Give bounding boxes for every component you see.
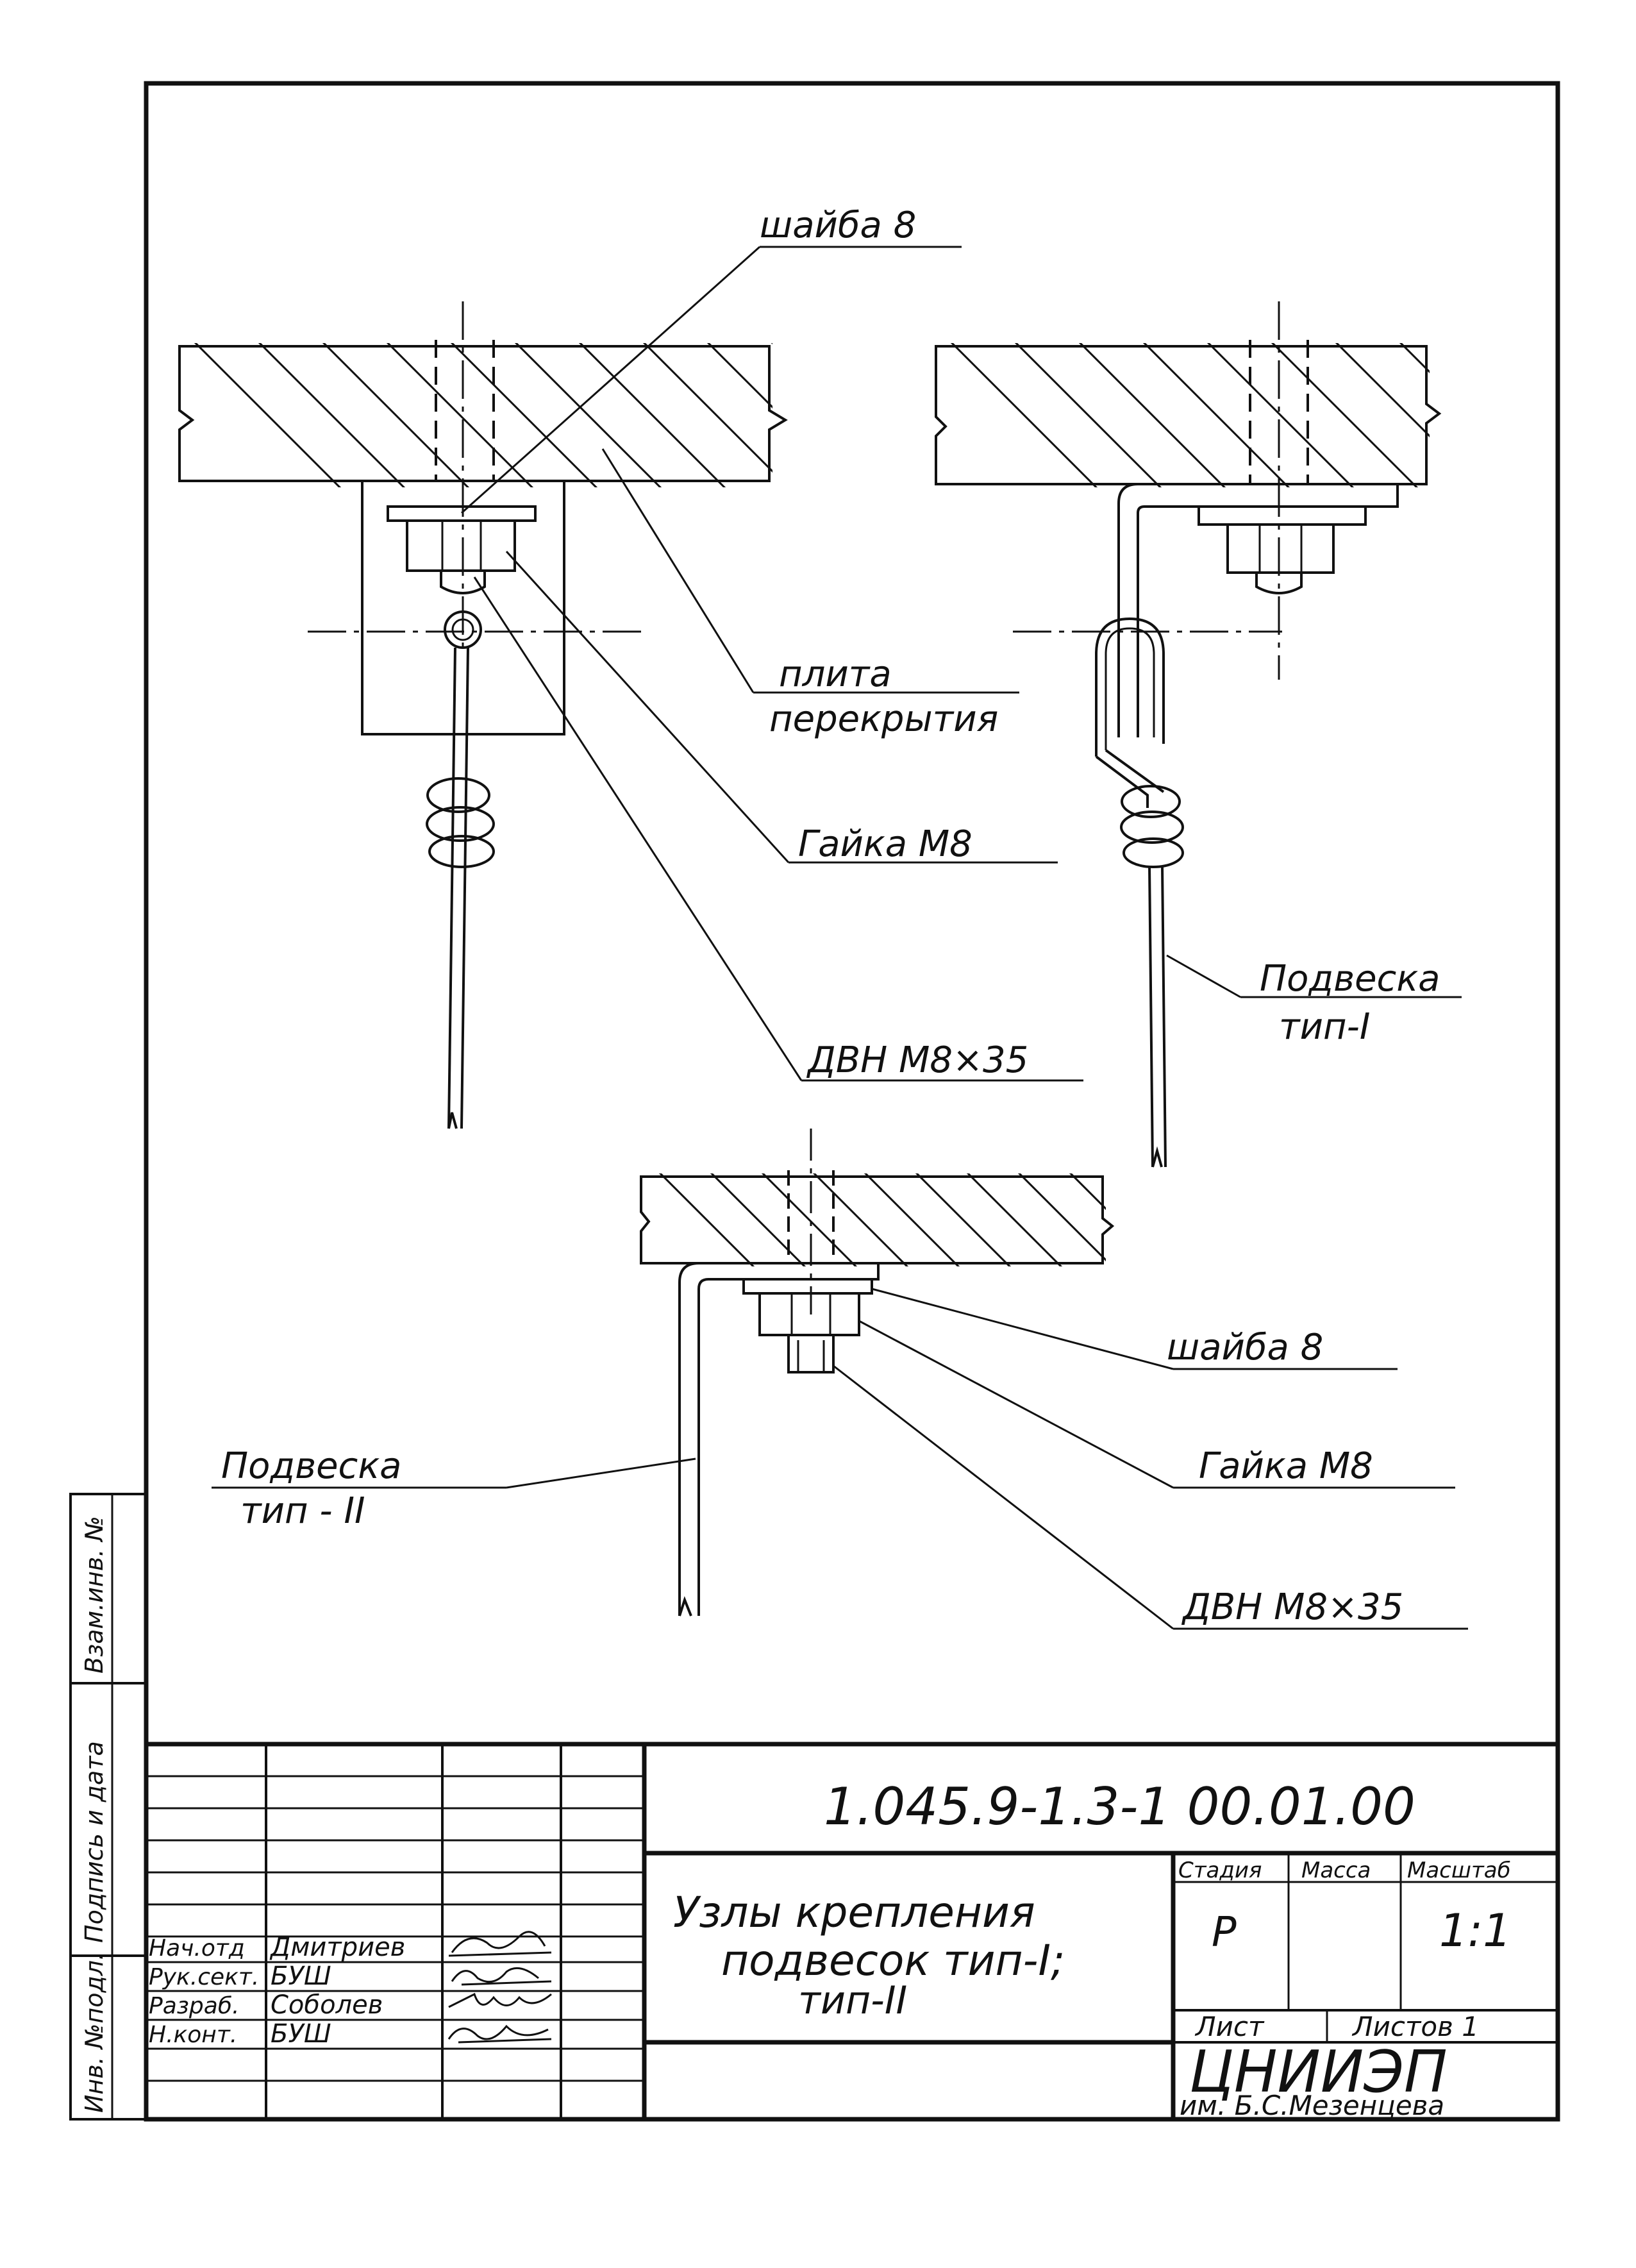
label-hanger-type2-line1: Подвеска: [221, 1445, 401, 1487]
inv-orig-label: Инв. №подл.: [80, 1953, 108, 2113]
handwritten-signature: [448, 1931, 552, 1957]
dowel-end: [787, 1335, 835, 1373]
dowel-end: [440, 571, 486, 594]
signature-name: Дмитриев: [269, 1933, 405, 1962]
signature-name: Соболев: [271, 1990, 383, 2020]
hanger-loop: [1095, 617, 1165, 757]
view-top-left: шайба 8 плита перекрытия Гайка М8 ДВН М8…: [178, 205, 1083, 1129]
label-washer-bottom: шайба 8: [1167, 1327, 1323, 1368]
title-block: 1.045.9-1.3-1 00.01.00 Узлы крепления по…: [144, 1742, 1560, 2122]
signature-name: БУШ: [271, 2019, 331, 2049]
label-dowel-top: ДВН М8×35: [806, 1039, 1028, 1081]
signature-role: Н.конт.: [149, 2022, 237, 2048]
label-dowel-bottom: ДВН М8×35: [1181, 1586, 1403, 1628]
organization-subtitle: им. Б.С.Мезенцева: [1180, 2090, 1444, 2121]
hanger-eye: [444, 610, 482, 649]
organization-name: ЦНИИЭП: [1189, 2038, 1448, 2106]
sign-date-label: Подпись и дата: [80, 1741, 108, 1943]
handwritten-signature: [448, 1992, 552, 2008]
side-stamp: Взам.инв. № Подпись и дата Инв. №подл.: [69, 1493, 147, 2121]
sheets-label: Листов 1: [1351, 2011, 1479, 2042]
nut: [1226, 523, 1335, 574]
label-nut-top: Гайка М8: [798, 823, 972, 865]
signature-name: БУШ: [271, 1961, 331, 1991]
nut: [406, 519, 516, 572]
handwritten-signature: [451, 1967, 552, 1986]
label-hanger-type2-line2: тип - II: [240, 1490, 365, 1532]
label-hanger-type1-line2: тип-I: [1279, 1006, 1370, 1048]
mass-header: Масса: [1301, 1858, 1371, 1883]
replacing-inv-label: Взам.инв. №: [80, 1516, 108, 1674]
wire-coil: [426, 777, 495, 868]
stage-value: Р: [1212, 1909, 1237, 1956]
label-slab-line2: перекрытия: [769, 698, 998, 740]
view-bottom: шайба 8 Гайка М8 ДВН М8×35 Подвеска тип …: [212, 1129, 1468, 1630]
floor-slab: [640, 1175, 1115, 1264]
nut: [758, 1292, 860, 1336]
view-top-right: Подвеска тип-I: [935, 301, 1462, 1168]
signature-role: Разраб.: [149, 1993, 239, 2019]
washer: [742, 1278, 873, 1295]
drawing-title-line3: тип-II: [798, 1978, 907, 2023]
drawing-title-line1: Узлы крепления: [673, 1888, 1035, 1937]
label-washer-top: шайба 8: [760, 205, 916, 246]
label-nut-bottom: Гайка М8: [1199, 1445, 1373, 1487]
signature-role: Нач.отд: [149, 1935, 245, 1961]
wire-coil: [1120, 785, 1184, 868]
washer: [387, 505, 537, 522]
mounting-plate: [361, 480, 565, 735]
label-slab-line1: плита: [779, 653, 892, 695]
drawing-designation: 1.045.9-1.3-1 00.01.00: [824, 1777, 1415, 1836]
signature-role: Рук.сект.: [149, 1964, 259, 1990]
scale-header: Масштаб: [1407, 1858, 1511, 1883]
drawing-title-line2: подвесок тип-I;: [721, 1936, 1065, 1985]
bent-plate: [1117, 483, 1399, 737]
floor-slab: [178, 345, 788, 482]
washer: [1198, 505, 1367, 526]
sheet-label: Лист: [1194, 2011, 1265, 2042]
stage-header: Стадия: [1178, 1858, 1262, 1883]
floor-slab: [935, 345, 1442, 485]
bent-plate: [678, 1262, 880, 1616]
label-hanger-type1-line1: Подвеска: [1260, 958, 1440, 1000]
handwritten-signature: [447, 2024, 552, 2044]
scale-value: 1:1: [1439, 1904, 1512, 1957]
